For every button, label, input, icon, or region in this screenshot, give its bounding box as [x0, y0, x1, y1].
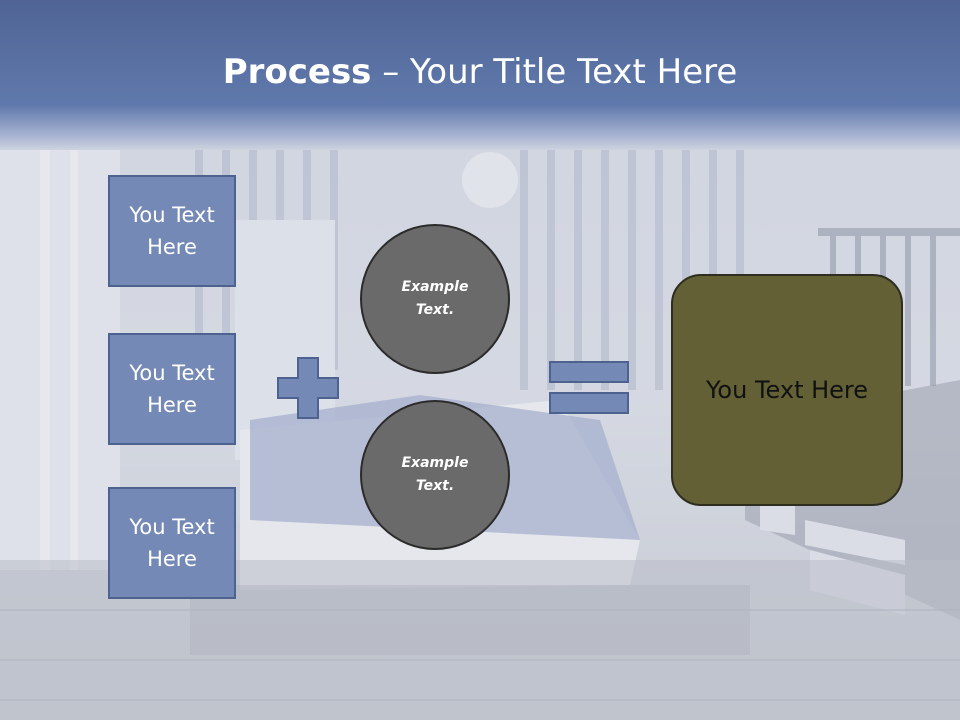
input-box-label: You Text Here: [129, 203, 215, 259]
example-circle-1: Example Text.: [360, 224, 510, 374]
example-circle-label: Example Text.: [401, 279, 469, 318]
title-rest: – Your Title Text Here: [371, 52, 738, 92]
input-box-label: You Text Here: [129, 515, 215, 571]
example-circle-2: Example Text.: [360, 400, 510, 550]
input-box-label: You Text Here: [129, 361, 215, 417]
result-box: You Text Here: [671, 274, 903, 506]
result-label: You Text Here: [705, 376, 869, 404]
input-box-1: You Text Here: [108, 175, 236, 287]
example-circle-label: Example Text.: [401, 455, 469, 494]
equals-icon: [549, 361, 629, 414]
title-bar: [0, 0, 960, 150]
plus-icon: [277, 357, 339, 419]
input-box-3: You Text Here: [108, 487, 236, 599]
input-box-2: You Text Here: [108, 333, 236, 445]
slide-title: Process – Your Title Text Here: [0, 52, 960, 92]
title-bold: Process: [222, 52, 372, 92]
